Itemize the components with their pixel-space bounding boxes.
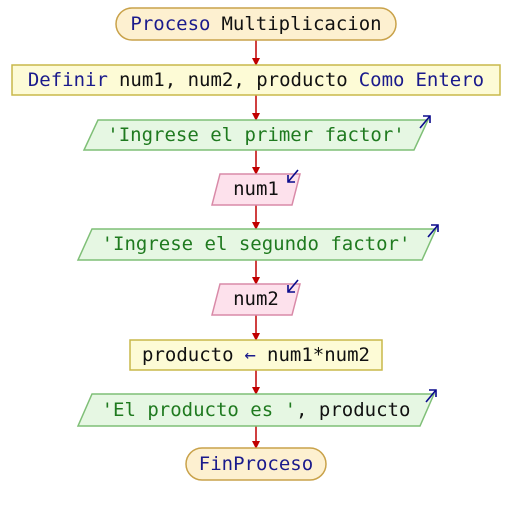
svg-text:producto←num1*num2: producto ← num1*num2 bbox=[142, 344, 370, 366]
output-1-text: 'Ingrese el primer factor' bbox=[107, 124, 404, 146]
end-terminal[interactable]: FinProceso bbox=[185, 447, 327, 481]
assign-expr: num1*num2 bbox=[267, 344, 370, 366]
output-3-string: 'El producto es ' bbox=[102, 399, 296, 421]
define-as-keyword: Como bbox=[359, 69, 405, 91]
output-3-separator: , bbox=[296, 399, 319, 421]
input-2-box[interactable]: num2 bbox=[211, 279, 301, 316]
define-box[interactable]: Definir num1, num2, producto Como Entero bbox=[11, 64, 501, 96]
input-1-var: num1 bbox=[233, 178, 279, 200]
output-3-box[interactable]: 'El producto es ', producto bbox=[76, 389, 437, 427]
assign-arrow: ← bbox=[245, 344, 256, 366]
output-1-box[interactable]: 'Ingrese el primer factor' bbox=[82, 115, 431, 151]
define-vars: num1, num2, producto bbox=[119, 69, 348, 91]
start-process-name: Multiplicacion bbox=[221, 13, 381, 35]
output-2-text: 'Ingrese el segundo factor' bbox=[102, 233, 411, 255]
svg-text:'El producto es ', producto: 'El producto es ', producto bbox=[102, 399, 411, 421]
output-2-box[interactable]: 'Ingrese el segundo factor' bbox=[76, 224, 439, 261]
assign-target: producto bbox=[142, 344, 234, 366]
input-1-box[interactable]: num1 bbox=[211, 169, 301, 206]
output-3-var: producto bbox=[319, 399, 411, 421]
define-keyword: Definir bbox=[28, 69, 108, 91]
output-3-arrow-icon bbox=[425, 389, 437, 403]
input-1-arrow-icon bbox=[287, 169, 299, 183]
input-2-var: num2 bbox=[233, 288, 279, 310]
output-1-arrow-icon bbox=[419, 115, 431, 129]
input-2-arrow-icon bbox=[287, 279, 299, 293]
output-2-arrow-icon bbox=[427, 224, 439, 238]
end-keyword: FinProceso bbox=[199, 453, 313, 475]
define-type: Entero bbox=[415, 69, 484, 91]
assign-box[interactable]: producto ← num1*num2 bbox=[129, 339, 383, 371]
start-terminal[interactable]: Proceso Multiplicacion bbox=[115, 7, 397, 41]
start-keyword: Proceso bbox=[130, 13, 210, 35]
